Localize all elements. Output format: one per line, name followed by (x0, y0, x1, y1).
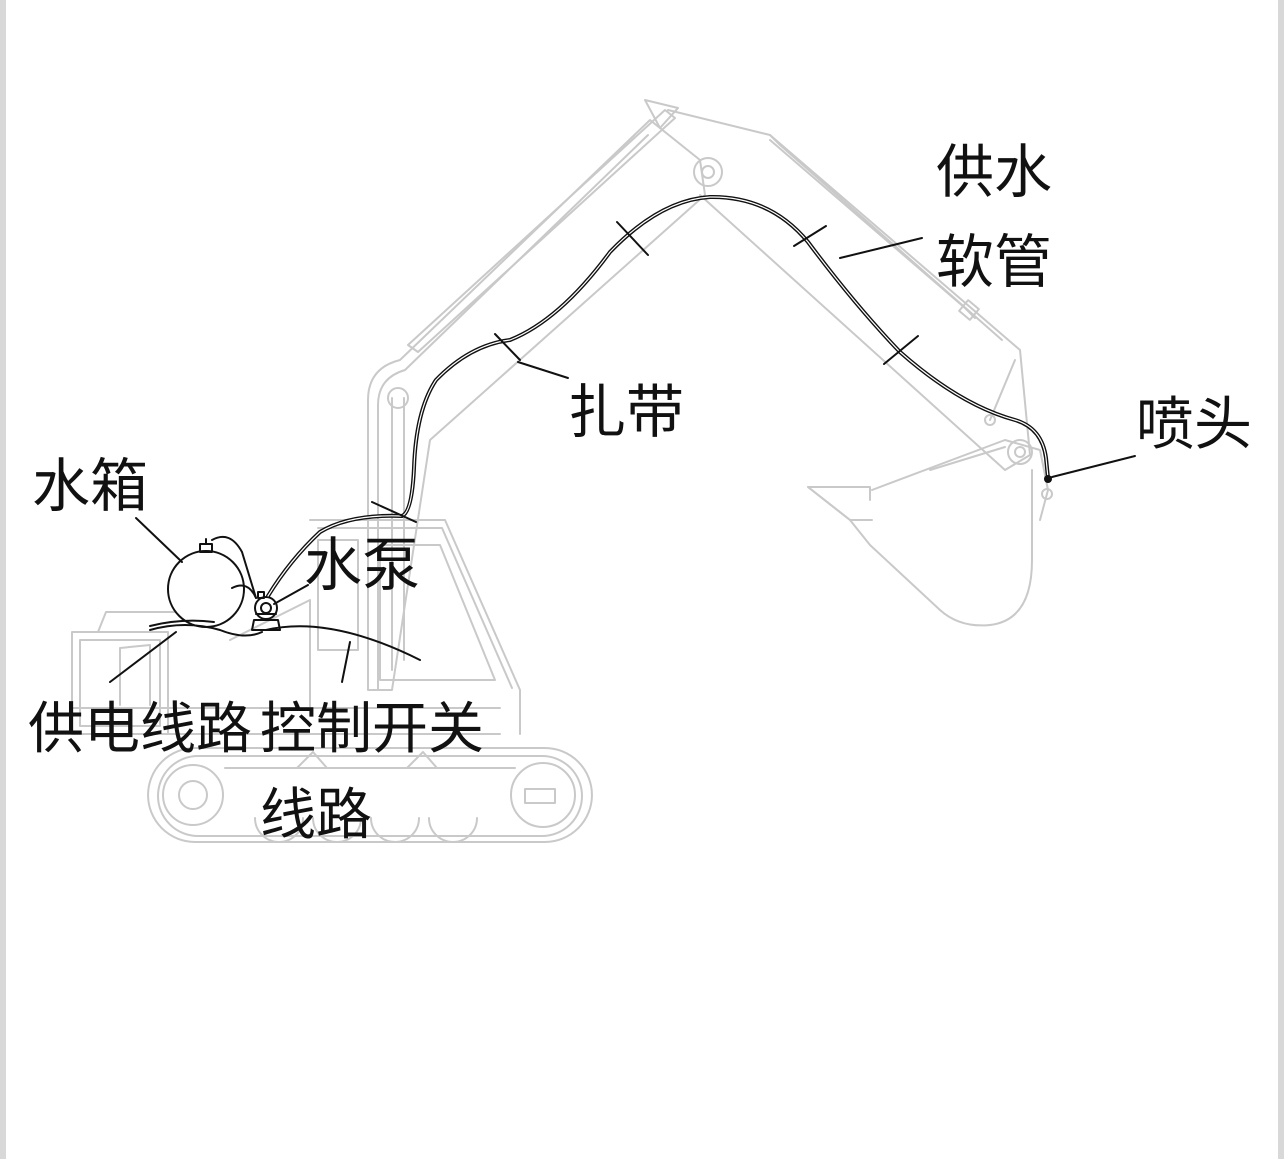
nozzle (1044, 475, 1052, 483)
label-supply-hose-1: 供水 (936, 138, 1052, 206)
cable-tie-1 (371, 501, 417, 523)
label-control-switch-1: 控制开关 (260, 697, 484, 762)
label-water-tank: 水箱 (32, 452, 148, 520)
label-power-line: 供电线路 (28, 697, 252, 762)
cable-tie-3 (616, 221, 649, 256)
stick-arm (667, 109, 1031, 471)
boom (367, 99, 723, 691)
control-switch-line (265, 625, 421, 661)
supply-hose (266, 194, 1050, 598)
water-pump (251, 591, 281, 631)
right-frame-border (1278, 0, 1284, 1159)
bucket (807, 439, 1053, 627)
track-assembly (147, 747, 593, 843)
excavator-spray-diagram: 水箱 水泵 供水 软管 扎带 喷头 供电线路 控制开关 线路 (28, 99, 1252, 848)
labels: 水箱 水泵 供水 软管 扎带 喷头 供电线路 控制开关 线路 (28, 138, 1252, 848)
label-supply-hose-2: 软管 (936, 228, 1052, 296)
leader-lines (109, 237, 1136, 683)
label-cable-tie: 扎带 (568, 378, 684, 446)
water-tank (167, 538, 245, 628)
power-supply-line (149, 624, 263, 637)
tank-return-pipe (231, 584, 257, 599)
tank-to-pump-pipe (211, 536, 257, 599)
cable-ties (371, 221, 919, 523)
cable-tie-2 (494, 333, 521, 361)
label-nozzle: 喷头 (1136, 390, 1252, 458)
cable-tie-4 (793, 225, 827, 247)
excavator-outline (71, 99, 1053, 843)
diagram-canvas: 水箱 水泵 供水 软管 扎带 喷头 供电线路 控制开关 线路 (6, 0, 1278, 1159)
power-supply-line-2 (149, 619, 215, 627)
left-frame-border (0, 0, 6, 1159)
label-control-switch-2: 线路 (260, 783, 372, 848)
cable-tie-5 (883, 335, 919, 365)
label-water-pump: 水泵 (304, 531, 420, 599)
spray-system (149, 194, 1052, 661)
